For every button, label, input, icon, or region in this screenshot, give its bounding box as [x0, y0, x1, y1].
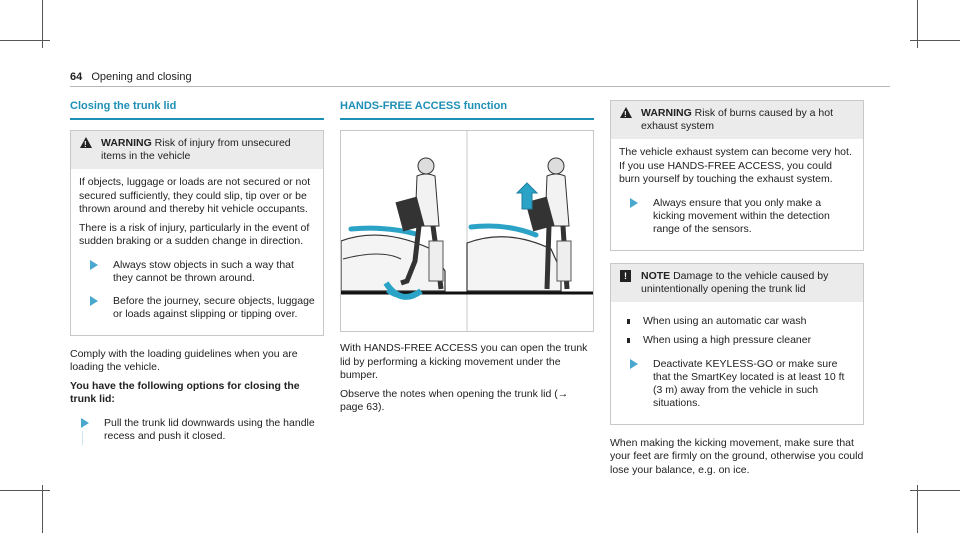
column-hands-free: HANDS-FREE ACCESS function: [340, 100, 594, 420]
note-box: ! NOTE Damage to the vehicle caused by u…: [610, 262, 864, 425]
body-paragraph: With HANDS-FREE ACCESS you can open the …: [340, 342, 588, 381]
running-header: 64 Opening and closing: [70, 71, 192, 83]
warning-triangle-icon: [620, 107, 632, 121]
warning-paragraph: The vehicle exhaust system can become ve…: [619, 146, 852, 185]
crop-mark: [42, 485, 43, 533]
warning-body: The vehicle exhaust system can become ve…: [611, 139, 863, 250]
list-item-text: When using an automatic car wash: [643, 314, 807, 327]
note-header: ! NOTE Damage to the vehicle caused by u…: [611, 263, 863, 302]
step-arrow-icon: [630, 197, 638, 208]
instruction-step: Deactivate KEYLESS-GO or make sure that …: [619, 358, 855, 410]
warning-body: If objects, luggage or loads are not sec…: [71, 169, 323, 335]
step-arrow-icon: [630, 358, 638, 369]
instruction-step: Always ensure that you only make a kicki…: [619, 197, 855, 236]
warning-label: WARNING: [641, 107, 692, 119]
warning-label: WARNING: [101, 137, 152, 149]
section-divider: [340, 118, 594, 120]
instruction-step: Always stow objects in such a way that t…: [79, 259, 315, 285]
section-divider: [70, 118, 324, 120]
list-item: When using an automatic car wash: [619, 315, 855, 329]
section-title: HANDS-FREE ACCESS function: [340, 100, 508, 112]
header-divider: [70, 86, 890, 87]
step-arrow-icon: [90, 295, 98, 306]
note-label: NOTE: [641, 269, 671, 282]
warning-triangle-icon: [80, 137, 92, 151]
crop-mark: [0, 40, 50, 41]
crop-mark: [910, 40, 960, 41]
kick-gesture-illustration: [340, 131, 593, 331]
note-text: Damage to the vehicle caused by unintent…: [641, 269, 829, 295]
list-item: When using a high pressure cleaner: [619, 334, 855, 348]
step-text: Always ensure that you only make a kicki…: [653, 196, 830, 235]
warning-box: WARNING Risk of injury from unsecured it…: [70, 130, 324, 336]
step-bar: [82, 430, 83, 445]
step-text: Before the journey, secure objects, lugg…: [113, 294, 315, 320]
step-text: Always stow objects in such a way that t…: [113, 258, 294, 284]
column-warnings: WARNING Risk of burns caused by a hot ex…: [610, 100, 864, 482]
body-paragraph: When making the kicking movement, make s…: [610, 436, 864, 476]
note-body: When using an automatic car wash When us…: [611, 302, 863, 424]
column-closing-trunk: Closing the trunk lid WARNING Risk of in…: [70, 100, 324, 449]
crop-mark: [910, 490, 960, 491]
warning-box: WARNING Risk of burns caused by a hot ex…: [610, 100, 864, 251]
list-item-text: When using a high pressure cleaner: [643, 334, 812, 346]
warning-text: Risk of injury from unsecured items in t…: [101, 137, 291, 162]
step-text: Deactivate KEYLESS-GO or make sure that …: [653, 357, 845, 409]
warning-header: WARNING Risk of injury from unsecured it…: [71, 131, 323, 169]
step-arrow-icon: [81, 417, 89, 428]
body-paragraph: Observe the notes when opening the trunk…: [340, 387, 569, 414]
crop-mark: [0, 490, 50, 491]
warning-text: Risk of burns caused by a hot exhaust sy…: [641, 107, 833, 132]
crop-mark: [917, 0, 918, 48]
body-paragraph: Comply with the loading guidelines when …: [70, 347, 298, 374]
instruction-step: Pull the trunk lid downwards using the h…: [70, 416, 324, 445]
hands-free-illustration: [340, 130, 594, 332]
warning-header: WARNING Risk of burns caused by a hot ex…: [611, 101, 863, 139]
warning-paragraph: If objects, luggage or loads are not sec…: [79, 176, 311, 215]
bullet-icon: [627, 318, 630, 324]
step-arrow-icon: [90, 259, 98, 270]
step-text: Pull the trunk lid downwards using the h…: [104, 416, 315, 442]
chapter-title: Opening and closing: [91, 71, 192, 83]
options-heading: You have the following options for closi…: [70, 379, 300, 406]
warning-paragraph: There is a risk of injury, particularly …: [79, 221, 310, 248]
exclamation-icon: !: [620, 269, 631, 282]
crop-mark: [42, 0, 43, 48]
section-title: Closing the trunk lid: [70, 100, 177, 112]
page-number: 64: [70, 71, 83, 83]
instruction-step: Before the journey, secure objects, lugg…: [79, 295, 315, 321]
bullet-icon: [627, 338, 630, 343]
crop-mark: [917, 485, 918, 533]
